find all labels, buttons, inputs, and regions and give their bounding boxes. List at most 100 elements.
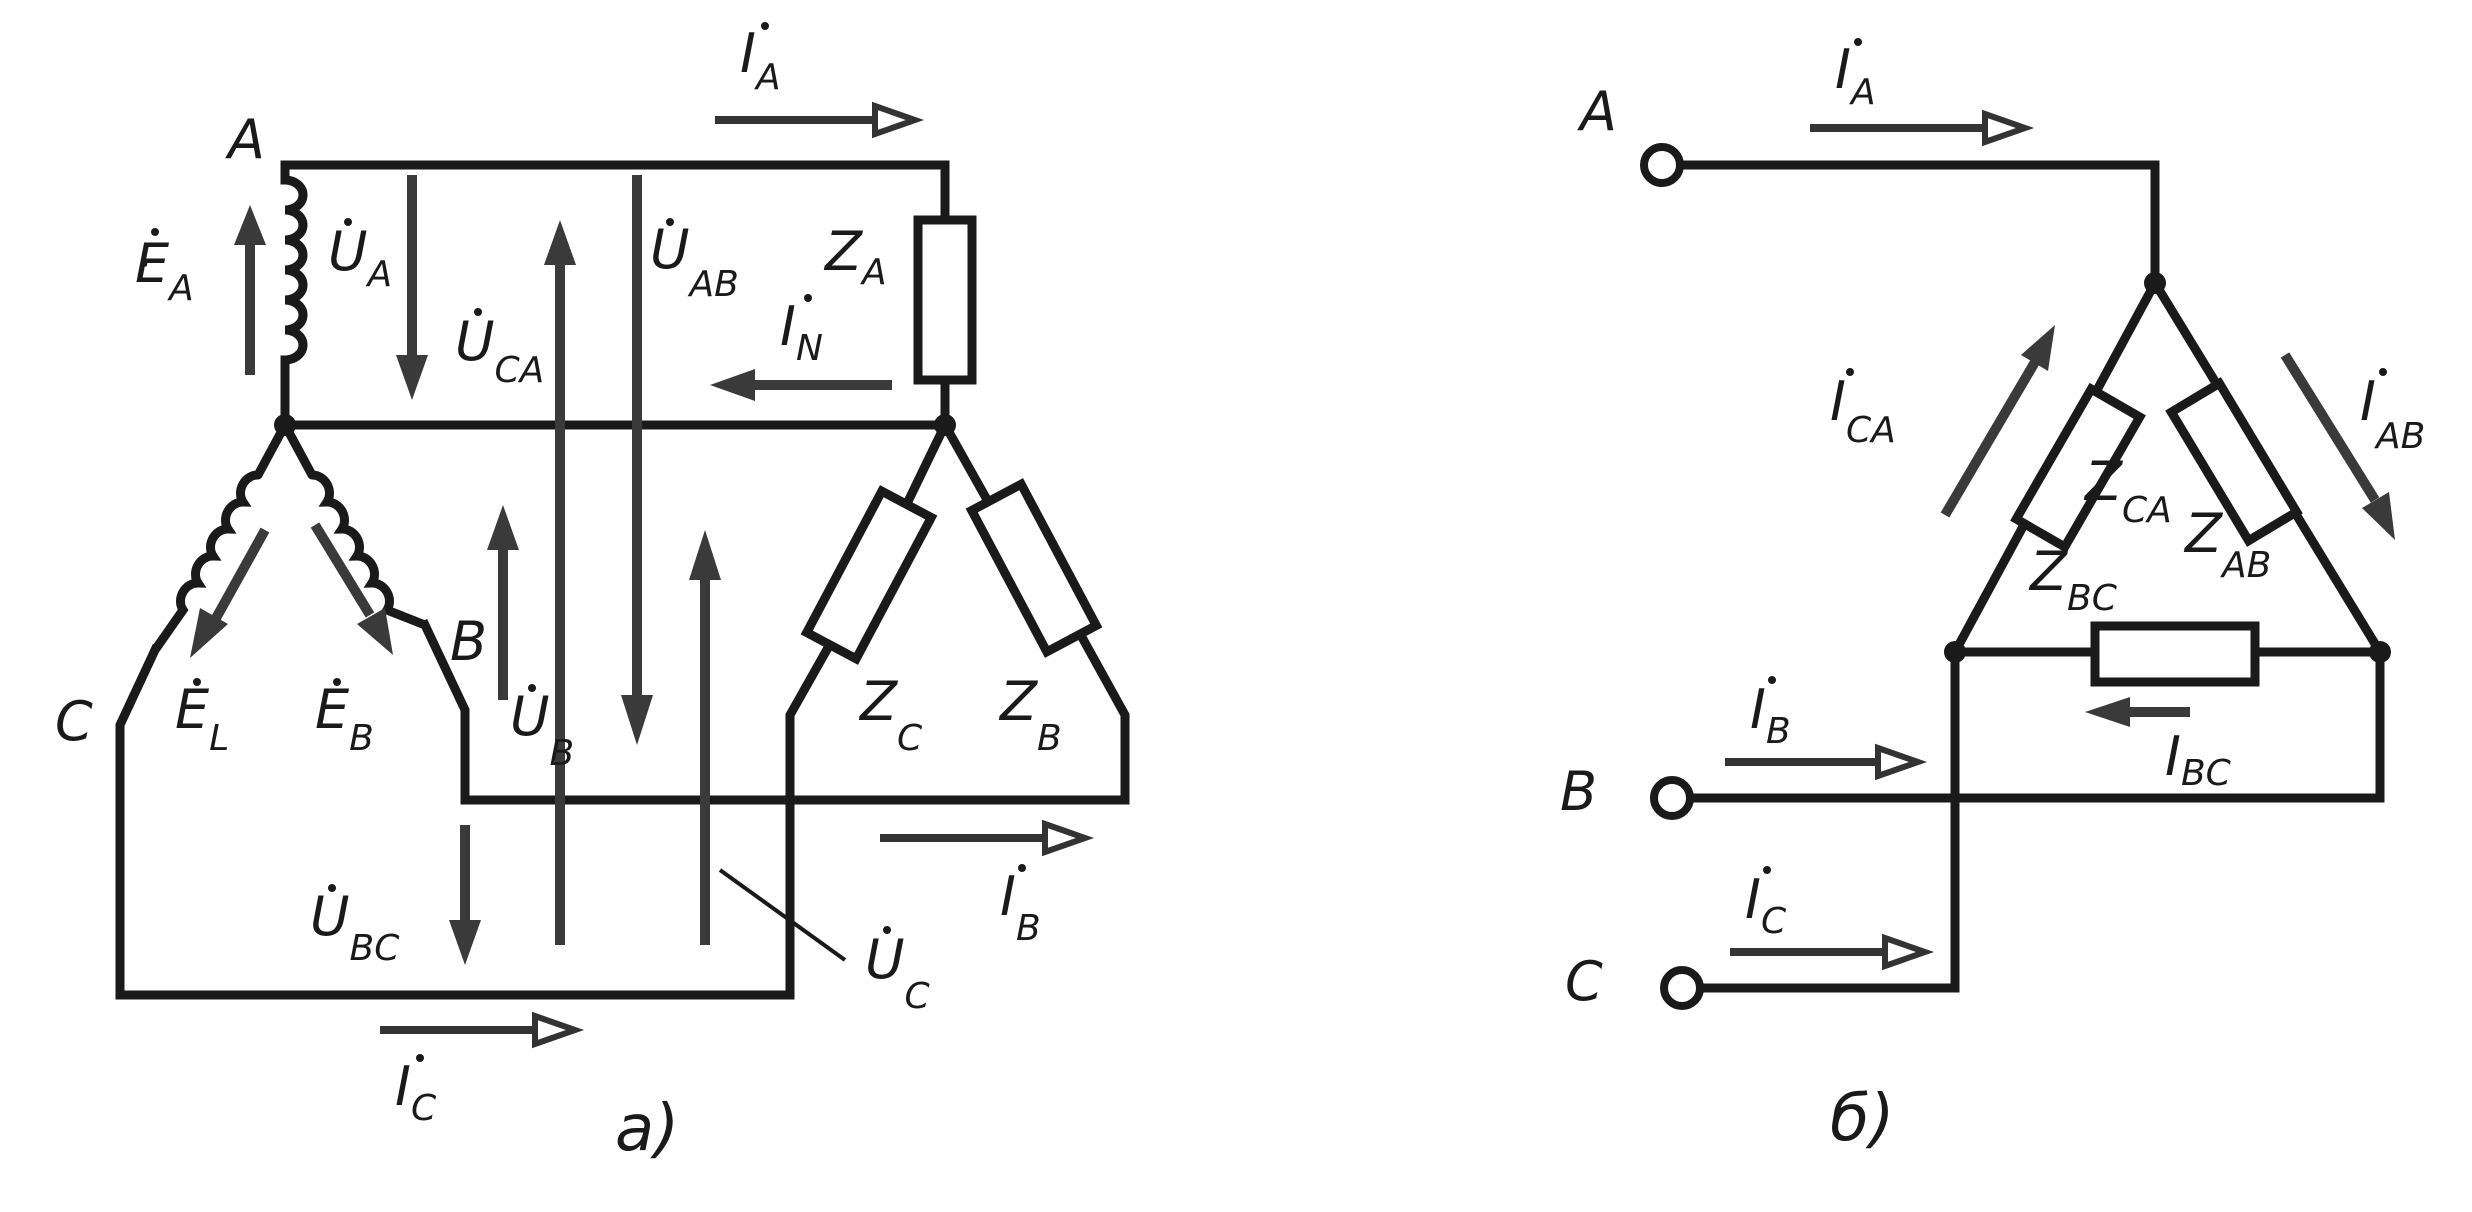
svg-text:ZAB: ZAB xyxy=(2183,502,2271,586)
svg-text:UC: UC xyxy=(865,928,931,1017)
impedance-zb xyxy=(965,478,1103,658)
svg-text:IA: IA xyxy=(740,22,781,98)
terminal-b-wire xyxy=(1685,647,2385,803)
svg-text:EA: EA xyxy=(135,232,194,309)
label-uca: UCA xyxy=(455,310,544,391)
svg-text:ICA: ICA xyxy=(1830,370,1896,451)
svg-text:IAB: IAB xyxy=(2360,370,2425,457)
label-iab: IAB xyxy=(2360,370,2425,457)
line-b-wire xyxy=(419,619,1130,805)
impedance-zbc xyxy=(2090,621,2260,687)
uc-pointer-line xyxy=(718,868,847,962)
label-ic: IC xyxy=(395,1055,437,1129)
svg-text:ZBC: ZBC xyxy=(2028,540,2118,619)
line-a-wire xyxy=(280,160,950,225)
arrow-in xyxy=(710,369,892,401)
label-ua: UA xyxy=(328,220,392,295)
svg-text:ZA: ZA xyxy=(823,220,887,293)
arrow-ia xyxy=(715,101,925,139)
arrow-ub xyxy=(487,505,519,700)
svg-text:IB: IB xyxy=(1000,865,1041,949)
svg-text:UB: UB xyxy=(510,685,574,774)
label-zab: ZAB xyxy=(2183,502,2271,586)
terminal-a xyxy=(1640,143,1684,187)
svg-text:IBC: IBC xyxy=(2165,725,2232,794)
label-el: EL xyxy=(175,678,229,759)
terminal-c xyxy=(1660,966,1704,1010)
label-zc: ZC xyxy=(858,670,923,759)
svg-text:UA: UA xyxy=(328,220,392,295)
impedance-zc xyxy=(800,485,938,665)
terminal-c-label: C xyxy=(1565,950,1603,1013)
delta-node-c xyxy=(1944,641,1966,663)
label-uab: UAB xyxy=(650,218,739,305)
svg-text:IN: IN xyxy=(780,295,823,369)
node-load-neutral xyxy=(934,414,956,436)
node-c-label: C xyxy=(55,690,93,753)
label-uc: UC xyxy=(865,928,931,1017)
label-zca: ZCA xyxy=(2083,450,2172,531)
svg-text:EB: EB xyxy=(315,678,374,759)
delta-node-b xyxy=(2369,641,2391,663)
node-generator-neutral xyxy=(274,414,296,436)
svg-text:·: · xyxy=(135,232,152,295)
arrow-eb xyxy=(310,522,393,655)
caption-a: a) xyxy=(615,1092,679,1166)
arrow-uab xyxy=(621,175,653,745)
figure-b-delta-circuit: A B C IA ICA ZCA ZAB ZBC IAB IB IBC IC б… xyxy=(1560,38,2425,1156)
label-in: IN xyxy=(780,295,823,369)
svg-text:IB: IB xyxy=(1750,678,1791,752)
arrow-ia-b xyxy=(1810,109,2035,147)
label-ia-b: IA xyxy=(1835,38,1876,113)
impedance-zca xyxy=(2010,382,2146,554)
arrow-ic-b xyxy=(1730,933,1935,971)
svg-text:ZB: ZB xyxy=(998,670,1062,759)
terminal-b xyxy=(1650,776,1694,820)
arrow-ic xyxy=(380,1011,585,1049)
label-ib: IB xyxy=(1000,865,1041,949)
node-b-label: B xyxy=(450,610,487,673)
svg-text:IC: IC xyxy=(1745,868,1787,942)
label-ia: IA xyxy=(740,22,781,98)
impedance-za xyxy=(913,215,977,385)
phasor-dots xyxy=(151,22,2387,1062)
label-ib-b: IB xyxy=(1750,678,1791,752)
label-za: ZA xyxy=(823,220,887,293)
line-c-wire xyxy=(115,623,845,1000)
svg-text:IA: IA xyxy=(1835,38,1876,113)
arrow-ib-b xyxy=(1725,743,1928,781)
caption-b: б) xyxy=(1830,1082,1894,1156)
label-ea: ·EA xyxy=(135,232,194,309)
label-ubc: UBC xyxy=(310,885,400,969)
node-a-label: A xyxy=(225,108,265,171)
terminal-c-wire xyxy=(1695,647,1960,993)
impedance-zab xyxy=(2165,377,2303,547)
svg-text:UBC: UBC xyxy=(310,885,400,969)
label-zb: ZB xyxy=(998,670,1062,759)
label-zbc: ZBC xyxy=(2028,540,2118,619)
terminal-a-label: A xyxy=(1577,80,1617,143)
svg-text:ZC: ZC xyxy=(858,670,923,759)
svg-text:UCA: UCA xyxy=(455,310,544,391)
figure-a-star-star-circuit: A B C ·EA UA UCA UAB ZA IN IA EL EB UB Z… xyxy=(55,22,1130,1166)
terminal-a-wire xyxy=(1677,160,2160,288)
arrow-ea xyxy=(234,205,266,375)
svg-text:EL: EL xyxy=(175,678,229,759)
delta-node-a xyxy=(2144,272,2166,294)
terminal-b-label: B xyxy=(1560,760,1597,823)
zb-upper-lead xyxy=(938,418,997,512)
label-ica: ICA xyxy=(1830,370,1896,451)
label-ub: UB xyxy=(510,685,574,774)
arrow-iab xyxy=(2280,352,2395,540)
svg-text:UAB: UAB xyxy=(650,218,739,305)
arrow-ibc xyxy=(2085,697,2190,727)
coil-ea xyxy=(280,175,308,365)
arrow-ib xyxy=(880,819,1095,857)
label-eb: EB xyxy=(315,678,374,759)
arrow-ubc xyxy=(449,825,481,965)
svg-text:IC: IC xyxy=(395,1055,437,1129)
label-ic-b: IC xyxy=(1745,868,1787,942)
arrow-ua xyxy=(396,175,428,400)
svg-text:ZCA: ZCA xyxy=(2083,450,2172,531)
